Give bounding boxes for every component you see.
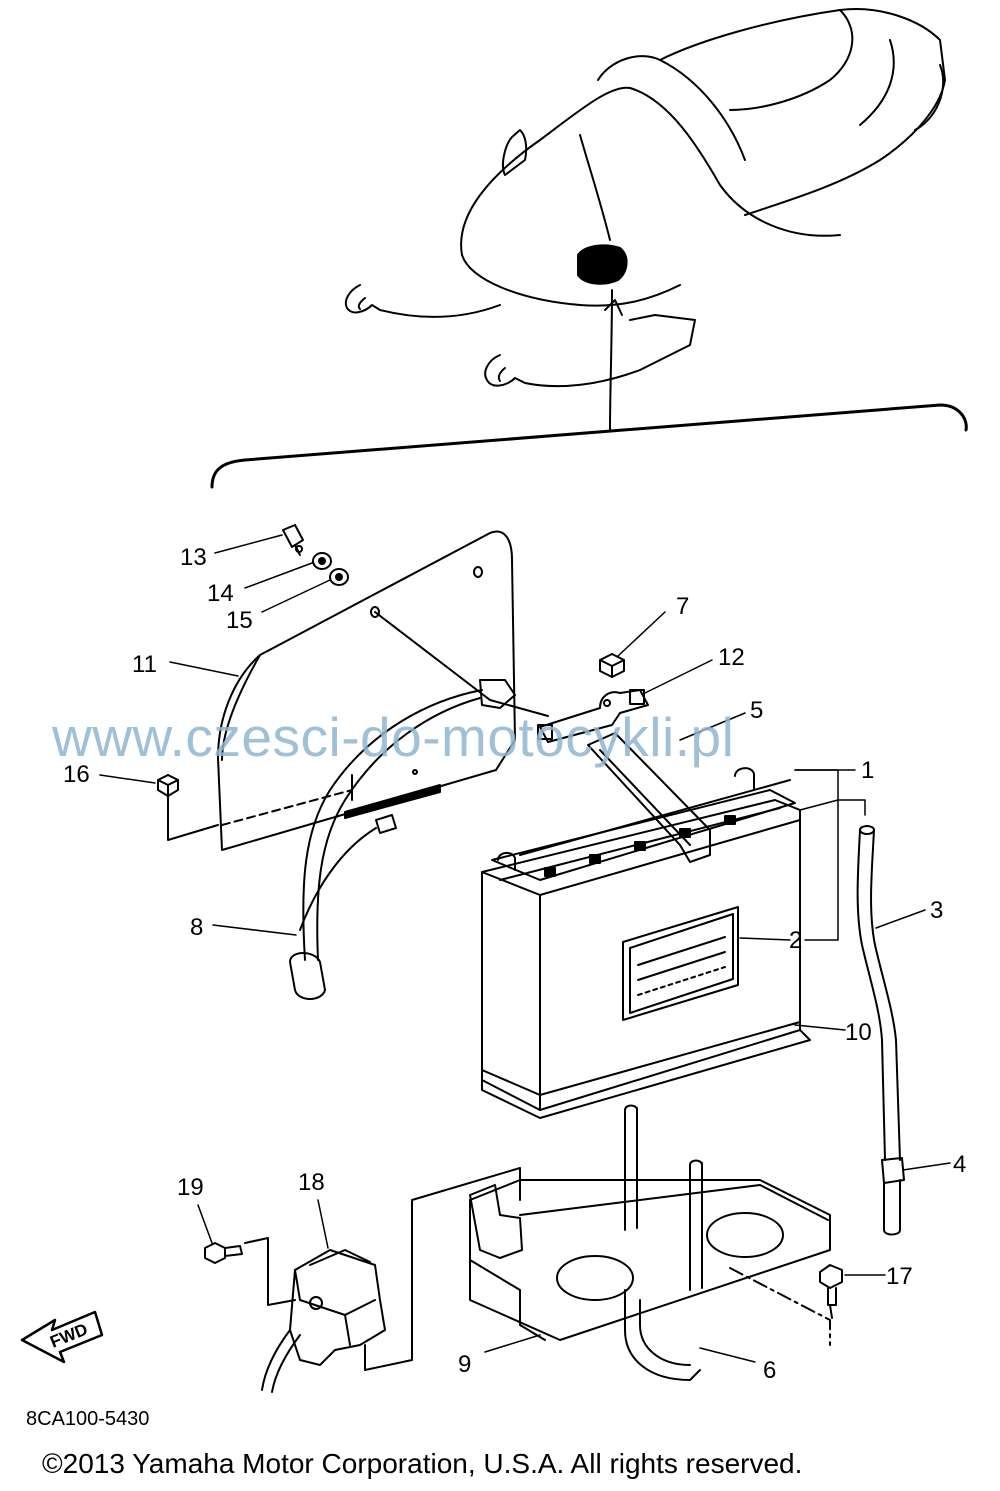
- nut-16: [158, 775, 178, 796]
- strap-5: [588, 733, 710, 862]
- washer-14: [313, 553, 331, 569]
- wire-harness-8: [290, 680, 515, 999]
- battery-2: [482, 768, 810, 1118]
- callout-leaders: [100, 535, 950, 1362]
- watermark: www.czesci-do-motocykli.pl: [52, 706, 735, 768]
- figure-code: 8CA100-5430: [26, 1408, 150, 1430]
- screw-19: [205, 1243, 242, 1263]
- callout-5: 5: [750, 697, 763, 724]
- screw-13: [283, 525, 303, 555]
- callout-3: 3: [930, 897, 943, 924]
- callout-2: 2: [789, 927, 802, 954]
- cover-leader-line: [375, 612, 548, 716]
- nut-7: [600, 654, 624, 677]
- fwd-arrow-icon: FWD: [22, 1312, 102, 1362]
- hose-clamp-4: [882, 1158, 904, 1235]
- callout-18: 18: [298, 1169, 325, 1196]
- callout-8: 8: [190, 914, 203, 941]
- bolt-17: [820, 1265, 842, 1318]
- cover-nut-leader: [168, 792, 218, 840]
- side-cover-11: [218, 532, 515, 850]
- callout-19: 19: [177, 1174, 204, 1201]
- callout-11: 11: [132, 651, 157, 678]
- holder-6: [625, 1290, 700, 1380]
- callout-1: 1: [861, 757, 874, 784]
- callout-9: 9: [458, 1351, 471, 1378]
- callout-4: 4: [953, 1151, 966, 1178]
- battery-box-9: [470, 1106, 830, 1341]
- screw-19-leader: [245, 1238, 295, 1305]
- callout-15: 15: [226, 607, 253, 634]
- relay-leader: [365, 1168, 520, 1370]
- callout-6: 6: [763, 1357, 776, 1384]
- clamp-12: [538, 690, 648, 742]
- overview-bracket: [212, 405, 966, 487]
- callout-labels: 13 14 15 11 16 7 12 5 1 3 2 8 10 4 19 18…: [63, 544, 966, 1384]
- vent-hose-3: [858, 826, 900, 1160]
- callout-7: 7: [676, 593, 689, 620]
- callout-10: 10: [845, 1019, 872, 1046]
- callout-12: 12: [718, 644, 745, 671]
- callout-13: 13: [180, 544, 207, 571]
- callout-16: 16: [63, 761, 90, 788]
- snowmobile-overview: [346, 9, 945, 430]
- bolt-17-leader: [730, 1268, 830, 1345]
- relay-18: [262, 1250, 385, 1392]
- callout-17: 17: [886, 1263, 913, 1290]
- copyright-notice: ©2013 Yamaha Motor Corporation, U.S.A. A…: [42, 1448, 803, 1479]
- callout-14: 14: [207, 580, 234, 607]
- washer-15: [330, 569, 348, 585]
